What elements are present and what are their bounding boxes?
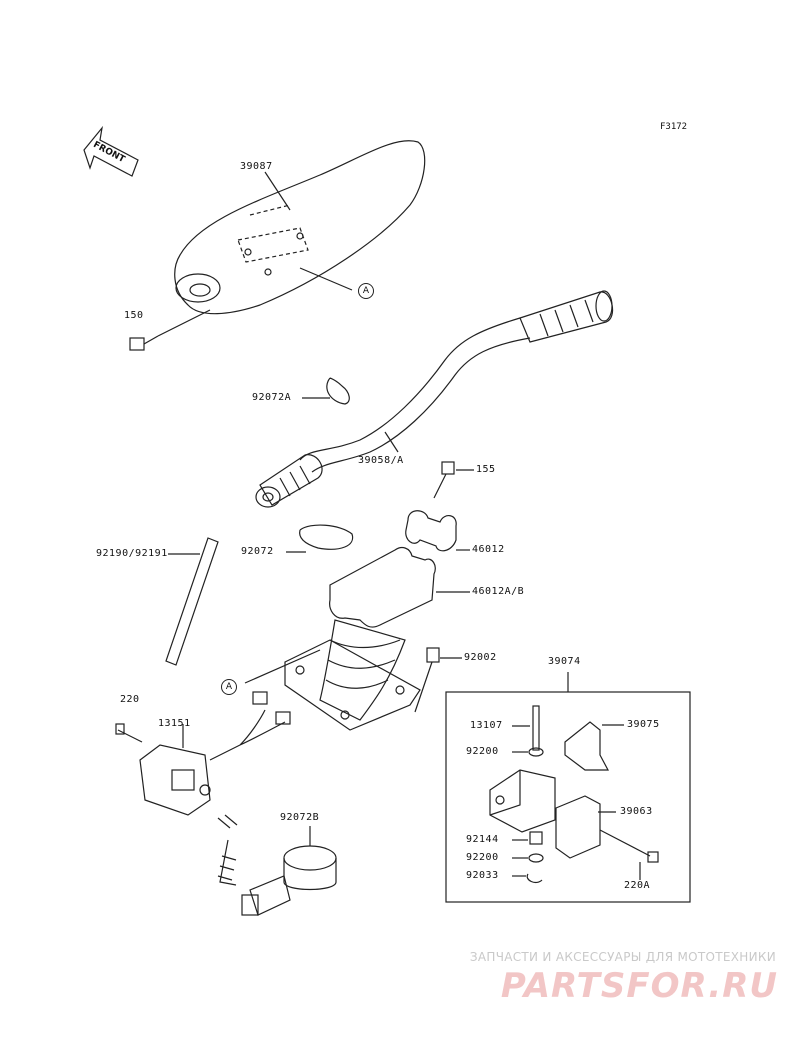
- tube-92190: [165, 537, 219, 666]
- part-label-220a: 220A: [624, 880, 651, 891]
- handlebar-holder-upper: [405, 510, 470, 552]
- diagram-code: F3172: [660, 122, 688, 132]
- callout-a-lower: A: [221, 679, 237, 695]
- part-label-39087: 39087: [240, 161, 273, 172]
- handlebar-holder-lower: [329, 546, 470, 628]
- part-label-13151: 13151: [158, 718, 191, 729]
- part-label-13107: 13107: [470, 720, 503, 731]
- part-label-92072b: 92072B: [280, 812, 320, 823]
- part-label-39074: 39074: [548, 656, 581, 667]
- handlebar: [255, 290, 614, 508]
- assembly-box-39074: [445, 672, 691, 903]
- part-label-46012: 46012: [472, 544, 505, 555]
- part-label-92072: 92072: [241, 546, 274, 557]
- part-label-92033: 92033: [466, 870, 499, 881]
- part-label-92200-upper: 92200: [466, 746, 499, 757]
- handlebar-pad-cover: [174, 140, 426, 315]
- steering-column: [244, 619, 421, 731]
- callout-a-upper: A: [358, 283, 374, 299]
- part-label-92190-92191: 92190/92191: [96, 548, 168, 559]
- bolt-155: [433, 461, 474, 499]
- part-label-92002: 92002: [464, 652, 497, 663]
- part-label-39058a: 39058/A: [358, 455, 404, 466]
- front-arrow-icon: [83, 125, 139, 177]
- watermark-tagline: ЗАПЧАСТИ И АКСЕССУАРЫ ДЛЯ МОТОТЕХНИКИ: [469, 950, 776, 964]
- bolt-220: [115, 723, 143, 743]
- part-label-39075: 39075: [627, 719, 660, 730]
- switch-13151: [139, 691, 291, 886]
- part-label-39063: 39063: [620, 806, 653, 817]
- clamp-band-92072: [286, 524, 354, 553]
- part-label-92200-lower: 92200: [466, 852, 499, 863]
- part-label-46012ab: 46012A/B: [472, 586, 525, 597]
- part-label-155: 155: [476, 464, 496, 475]
- watermark-brand-logo: PARTSFOR.RU: [500, 966, 778, 1006]
- part-label-220: 220: [120, 694, 140, 705]
- bolt-92002: [414, 647, 462, 713]
- bolt-150: [129, 309, 211, 351]
- part-label-150: 150: [124, 310, 144, 321]
- part-label-92072a: 92072A: [252, 392, 292, 403]
- clamp-band-92072a: [302, 377, 350, 405]
- bracket-92072b: [241, 826, 337, 916]
- part-label-92144: 92144: [466, 834, 499, 845]
